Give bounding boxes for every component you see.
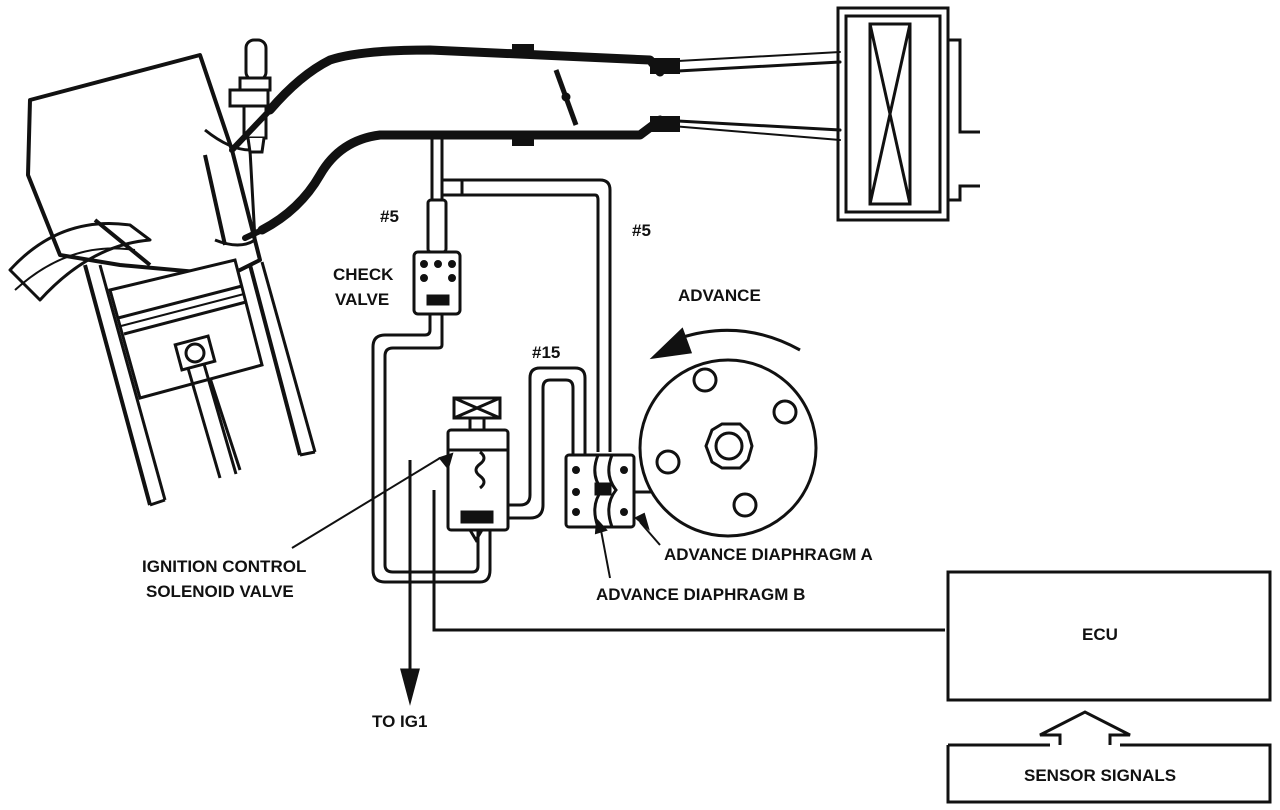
intake-manifold <box>229 45 842 241</box>
piston <box>108 258 264 400</box>
check-valve <box>412 250 462 316</box>
advance-arrow <box>649 327 801 360</box>
air-cleaner <box>836 6 980 222</box>
ecu-box <box>946 570 1272 702</box>
solenoid-label-1: IGNITION CONTROL <box>142 557 306 576</box>
hose-label-left: #5 <box>380 207 399 226</box>
throttle-plate <box>553 69 579 126</box>
sensor-signals-box <box>946 710 1272 804</box>
diaphragm-a-label: ADVANCE DIAPHRAGM A <box>664 545 873 564</box>
engine-cylinder <box>8 53 317 507</box>
diaphragm-b-label: ADVANCE DIAPHRAGM B <box>596 585 805 604</box>
ignition-control-solenoid-valve <box>408 396 945 632</box>
hose-label-mid: #15 <box>532 343 560 362</box>
throttle-body-flange-bottom <box>650 116 680 132</box>
leader-lines <box>291 452 661 579</box>
manifold-flange-bottom <box>512 132 534 146</box>
connecting-rod <box>186 363 242 479</box>
spark-plug <box>228 38 272 154</box>
solenoid-label-2: SOLENOID VALVE <box>146 582 294 601</box>
ecu-label: ECU <box>1082 625 1118 644</box>
throttle-body-flange-top <box>650 58 680 74</box>
hose-label-right: #5 <box>632 221 651 240</box>
sensor-signals-label: SENSOR SIGNALS <box>1024 766 1176 785</box>
to-ig1-label: TO IG1 <box>372 712 427 731</box>
wire-to-ig1 <box>400 582 420 706</box>
advance-label: ADVANCE <box>678 286 761 305</box>
distributor-plate <box>638 358 818 538</box>
check-valve-label-2: VALVE <box>335 290 389 309</box>
check-valve-label-1: CHECK <box>333 265 394 284</box>
manifold-flange-top <box>512 44 534 58</box>
advance-diaphragm <box>564 453 699 529</box>
